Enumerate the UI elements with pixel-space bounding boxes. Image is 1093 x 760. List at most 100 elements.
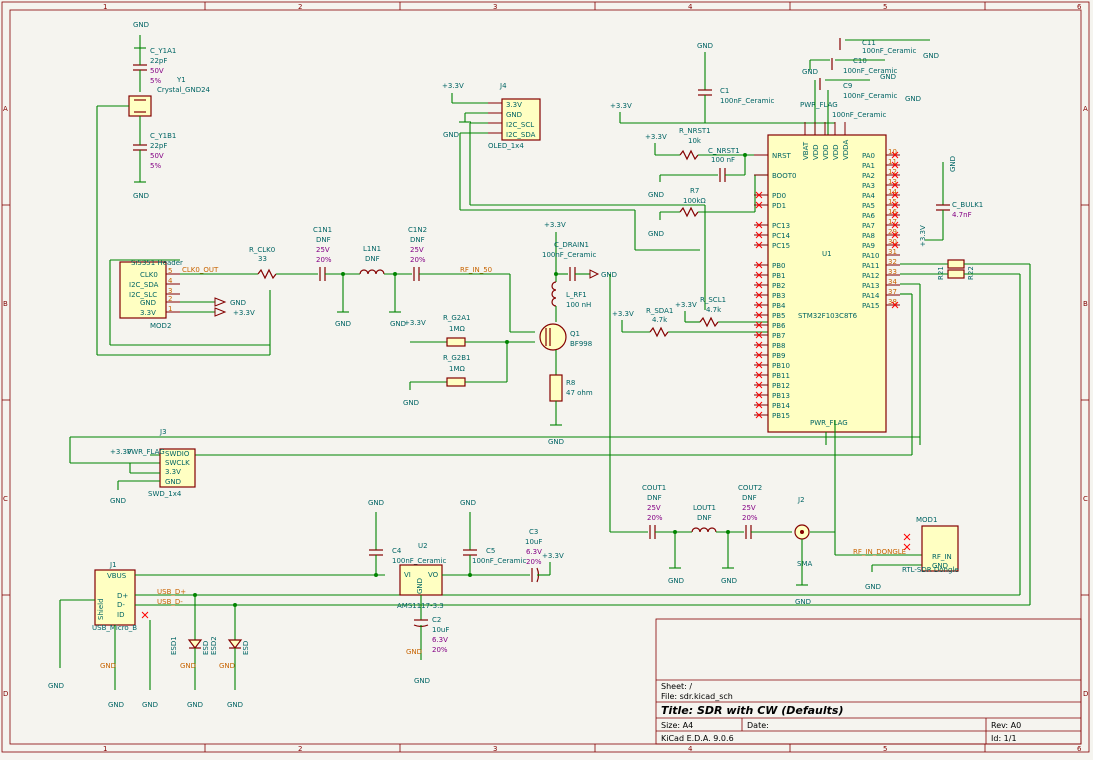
regulator-u2[interactable]: GND C4 100nF_Ceramic U2 VI VO GND AMS111… [368,499,564,685]
u1-pin-label: PD0 [772,192,786,200]
u1-pin-label: PA12 [862,272,879,280]
mod2-ref: MOD2 [150,322,171,330]
c1n2-tol: 20% [410,256,426,264]
output-filter[interactable]: COUT1 DNF 25V 20% GND LOUT1 DNF GND COUT… [642,420,959,606]
c3-tol: 20% [526,558,542,566]
gnd-label: GND [923,52,939,60]
r-g2a1-value: 1MΩ [449,325,465,333]
c1n2-ref: C1N2 [408,226,427,234]
gnd-label: GND [795,598,811,606]
gnd-label: GND [133,21,149,29]
crystal-section[interactable]: GND C_Y1A1 22pF 50V 5% Y1 Crystal_GND24 … [96,21,271,356]
u1-pin-label: PB5 [772,312,785,320]
oled-j4[interactable]: +3.3V GND J4 3.3V GND I2C_SCL I2C_SDA OL… [442,82,706,310]
cout1-value: DNF [647,494,662,502]
esd2-ref: ESD2 [210,636,218,655]
u1-pin-label: PB1 [772,272,785,280]
j4-pin: I2C_SCL [506,121,534,129]
gnd-label: GND [668,577,684,585]
no-connect-mark [891,231,899,239]
gnd-label: GND [406,648,422,656]
swd-j3[interactable]: J3 SWDIO SWCLK 3.3V GND SWD_1x4 +3.3V PW… [110,428,196,505]
c-bulk1-value: 4.7nF [952,211,972,219]
mod1-ref: MOD1 [916,516,937,524]
r-clk0-value: 33 [258,255,267,263]
c-y1b1-tol: 5% [150,162,161,170]
u1-pin-label: PB8 [772,342,785,350]
u1-pin-label: PB12 [772,382,790,390]
cout2-value: DNF [742,494,757,502]
cout2-ref: COUT2 [738,484,762,492]
no-connect-mark [891,241,899,249]
gnd-label: GND [548,438,564,446]
gnd-label: GND [219,662,235,670]
no-connect-mark [891,201,899,209]
u1-pin-label: PA9 [862,242,875,250]
gnd-label: GND [648,230,664,238]
mod2-pin: I2C_SDA [129,281,159,289]
title-sheet: Sheet: / [661,682,692,691]
gnd-label: GND [697,42,713,50]
net-rf-in-dongle: RF_IN_DONGLE [853,548,906,556]
gnd-label: GND [648,191,664,199]
mcu-decoupling[interactable]: GND C1 100nF_Ceramic +3.3V C11 100nF_Cer… [610,38,939,135]
q1-amplifier[interactable]: +3.3V GND C_DRAIN1 100nF_Ceramic L_RF1 1… [403,221,648,533]
no-connect-mark [891,191,899,199]
gnd-label: GND [227,701,243,709]
u1-pin-label: PA8 [862,232,875,240]
pwr-flag-label: PWR_FLAG [810,419,848,427]
i2c-pullups[interactable]: +3.3V R_SDA1 4.7k +3.3V R_SCL1 4.7k [612,296,768,338]
j3-pin: GND [165,478,181,486]
c9-value: 100nF_Ceramic [843,92,897,100]
v33-label: +3.3V [110,448,132,456]
u1-pin-label: PA7 [862,222,875,230]
net-usb-dm: USB_D- [157,598,183,606]
mod2-pin: 3.3V [140,309,156,317]
u1-pin-label: PB7 [772,332,785,340]
c-drain1-value: 100nF_Ceramic [542,251,596,259]
v33-label: +3.3V [233,309,255,317]
j4-pin: I2C_SDA [506,131,536,139]
r-nrst1-ref: R_NRST1 [679,127,711,135]
c-y1b1-ref: C_Y1B1 [150,132,176,140]
u1-pin-label: VDD [812,144,820,160]
u1-pin-label: VDD [832,144,840,160]
u1-pin-label: PA15 [862,302,879,310]
rf-filter[interactable]: R_CLK0 33 C1N1 DNF 25V 20% GND L1N1 DNF … [249,226,535,333]
gnd-label: GND [180,662,196,670]
no-connect-mark [755,231,763,239]
j1-pin: D- [117,601,125,609]
c-y1b1-voltage: 50V [150,152,164,160]
j1-pin: D+ [117,592,128,600]
gnd-label: GND [865,583,881,591]
gnd-label: GND [368,499,384,507]
u1-pin-label: NRST [772,152,792,160]
j2-ref: J2 [797,496,805,504]
usb-series-resistors[interactable]: GND C_BULK1 4.7nF +3.3V R21 R22 [69,156,1031,605]
mod2-si5351[interactable]: Si5351 Header CLK0 I2C_SDA I2C_SLC GND 3… [109,259,270,346]
usb-j1[interactable]: J1 VBUS D+ D- ID Shield USB_Micro_B USB_… [48,561,1030,709]
no-connect-mark [891,211,899,219]
r-nrst1-value: 10k [688,137,702,145]
r-sda1-value: 4.7k [652,316,668,324]
u1-pin-label: PB3 [772,292,785,300]
c-y1a1-value: 22pF [150,57,167,65]
cout2-tol: 20% [742,514,758,522]
u1-pin-label: PA10 [862,252,879,260]
c1-ref: C1 [720,87,729,95]
gnd-label: GND [230,299,246,307]
u1-stm32[interactable]: U1 STM32F103C8T6 NRSTBOOT0PD0PD1PC13PC14… [754,122,900,445]
j1-pin: ID [117,611,124,619]
u2-pin: GND [416,578,424,594]
c1n1-tol: 20% [316,256,332,264]
u1-pin-label: PB11 [772,372,790,380]
reset-boot-network[interactable]: +3.3V R_NRST1 10k C_NRST1 100 nF GND R7 … [645,127,768,238]
u1-pin-label: PA1 [862,162,875,170]
gnd-label: GND [721,577,737,585]
pin-num: 2 [168,295,172,303]
cout1-ref: COUT1 [642,484,666,492]
no-connect-mark [755,381,763,389]
cout1-tol: 20% [647,514,663,522]
